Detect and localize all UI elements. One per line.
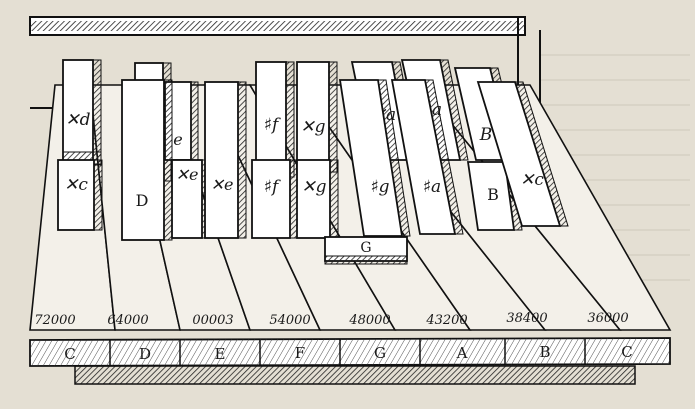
middle-key-label: ♯g xyxy=(370,177,389,197)
length-label: 64000 xyxy=(107,313,148,328)
middle-key-xc: ✕c xyxy=(57,159,103,231)
length-label: 48000 xyxy=(348,313,390,328)
length-label: 36000 xyxy=(587,311,628,326)
middle-key-xg2: ✕g xyxy=(296,159,339,239)
length-label: 38400 xyxy=(506,311,547,326)
length-label: 43200 xyxy=(425,313,467,328)
naturals-row: C D E F G A B C xyxy=(64,343,632,363)
length-label: 72000 xyxy=(34,313,75,328)
upper-key-xf: ♯f xyxy=(255,61,295,178)
middle-key-label: ✕e xyxy=(176,165,199,184)
g-key: G xyxy=(324,236,408,265)
front-beam xyxy=(29,337,671,385)
top-frame-bar xyxy=(29,16,541,230)
middle-keys: ✕c D ✕e ✕e ♯f ✕g ♯g xyxy=(57,79,569,241)
middle-key-xc2: ✕c xyxy=(476,81,569,227)
middle-key-sa2: ♯a xyxy=(390,79,464,235)
upper-key-xg: ✕g xyxy=(296,61,338,173)
natural-label: F xyxy=(295,344,305,362)
middle-key-sf: ♯f xyxy=(251,159,299,239)
middle-key-d: D xyxy=(121,79,173,241)
natural-label: D xyxy=(139,345,151,363)
length-label: 54000 xyxy=(269,313,310,328)
upper-key-label: ♯f xyxy=(264,115,281,135)
natural-label: E xyxy=(215,345,226,363)
upper-key-label: B xyxy=(479,125,493,145)
lengths-row: 72000 64000 00003 54000 48000 43200 3840… xyxy=(34,311,628,328)
natural-label: B xyxy=(539,343,550,361)
middle-key-xe2: ✕e xyxy=(204,81,247,239)
upper-key-label: ✕d xyxy=(65,110,90,130)
length-label: 00003 xyxy=(192,313,233,328)
middle-key-label: ✕g xyxy=(301,177,326,197)
middle-key-label: ♯f xyxy=(264,177,281,197)
upper-key-xd: ✕d xyxy=(62,59,102,166)
middle-key-label: B xyxy=(487,185,499,204)
upper-key-label: ✕g xyxy=(300,117,325,137)
middle-key-label: D xyxy=(136,191,149,210)
middle-key-label: ✕c xyxy=(520,170,544,190)
natural-label: A xyxy=(456,344,468,362)
g-key-label: G xyxy=(360,240,371,256)
middle-key-label: ✕c xyxy=(64,175,88,195)
middle-key-label: ✕e xyxy=(211,175,234,194)
middle-key-label: ♯a xyxy=(423,177,441,197)
upper-key-label: e xyxy=(173,130,182,149)
natural-label: C xyxy=(621,343,632,361)
natural-label: C xyxy=(64,345,75,363)
middle-key-sg: ♯g xyxy=(338,79,411,237)
natural-label: G xyxy=(374,344,386,362)
